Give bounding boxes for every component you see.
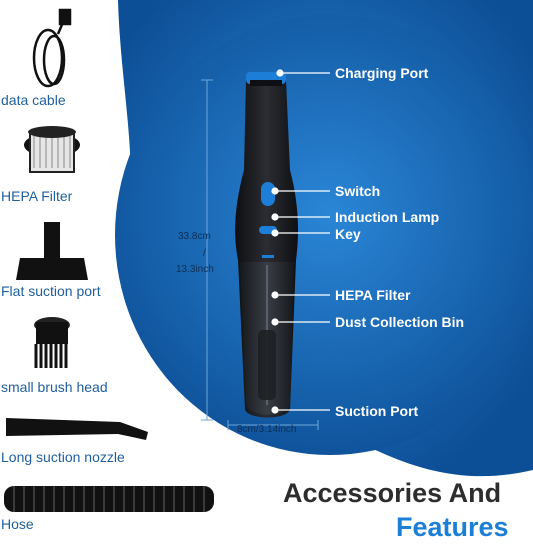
callout-switch: Switch: [335, 183, 381, 199]
callout-suction-port: Suction Port: [335, 403, 419, 419]
accessory-label-flat-suction-port: Flat suction port: [1, 283, 101, 299]
flat-suction-port-icon: [16, 222, 88, 280]
title-line-2: Features: [396, 512, 509, 542]
switch-button: [261, 182, 275, 206]
callout-dust-collection-bin: Dust Collection Bin: [335, 314, 465, 330]
callout-key: Key: [335, 226, 361, 242]
accessory-label-hepa-filter: HEPA Filter: [1, 188, 73, 204]
dimension-height-cm: 33.8cm: [178, 231, 211, 242]
long-nozzle-icon: [6, 418, 148, 440]
dimension-width: 8cm/3.14inch: [237, 424, 297, 435]
hepa-filter-icon: [24, 126, 80, 173]
callout-charging-port: Charging Port: [335, 65, 429, 81]
dimension-separator: /: [203, 248, 206, 259]
hose-icon: [4, 486, 214, 512]
callout-hepa-filter: HEPA Filter: [335, 287, 411, 303]
brush-head-icon: [34, 317, 70, 368]
accessory-label-small-brush-head: small brush head: [1, 379, 108, 395]
usb-cable-icon: [32, 8, 72, 88]
blue-circle: [115, 15, 533, 455]
dimension-height-inch: 13.3inch: [176, 264, 214, 275]
callout-induction-lamp: Induction Lamp: [335, 209, 440, 225]
accessory-label-long-suction-nozzle: Long suction nozzle: [1, 449, 125, 465]
accessory-label-hose: Hose: [1, 516, 34, 532]
accessory-label-data-cable: data cable: [1, 92, 66, 108]
title-line-1: Accessories And: [283, 478, 502, 508]
callout-leaders: [271, 69, 330, 414]
handheld-vacuum: [235, 72, 298, 418]
